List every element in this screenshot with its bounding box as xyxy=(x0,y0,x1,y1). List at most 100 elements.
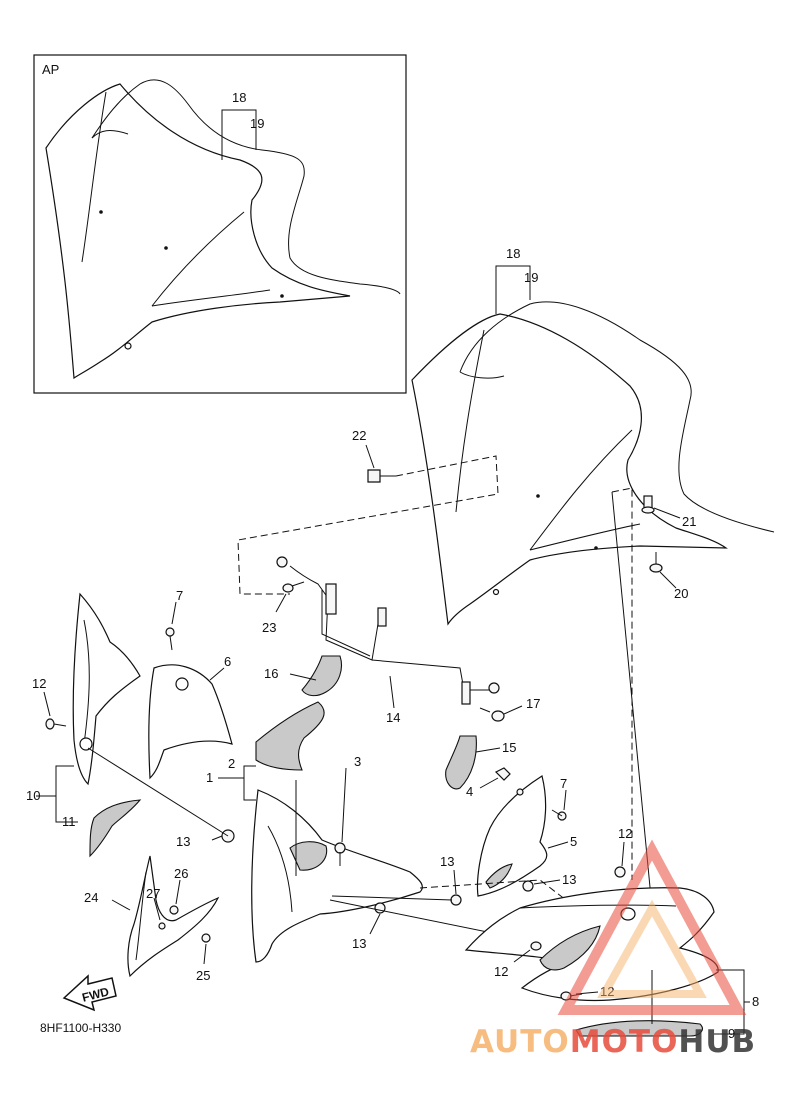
stay-top-nut xyxy=(276,556,288,568)
bolt-12-left: 12 xyxy=(32,676,67,730)
leader-13c xyxy=(453,869,457,895)
bolt-17-head xyxy=(491,710,505,722)
clip-27 xyxy=(158,922,166,930)
bolt-12c xyxy=(530,941,542,951)
grommet-13-right: 13 13 13 xyxy=(352,854,576,951)
callout-24: 24 xyxy=(84,890,98,905)
windscreen-assembly: 18 19 xyxy=(411,246,775,626)
callout-18-inset: 18 xyxy=(232,90,246,105)
screw-20 xyxy=(649,563,663,573)
leader-20 xyxy=(659,571,677,589)
leader-12b xyxy=(621,841,625,867)
callout-13b: 13 xyxy=(562,872,576,887)
screw-22: 22 xyxy=(237,428,499,595)
callout-7b: 7 xyxy=(560,776,567,791)
inset-grommet xyxy=(124,342,132,350)
stay-14: 14 xyxy=(276,556,500,725)
inset-hole xyxy=(99,210,103,214)
screw-7-left: 7 xyxy=(165,588,183,651)
screw-7-head xyxy=(165,627,175,637)
callout-7: 7 xyxy=(176,588,183,603)
nut-4: 4 xyxy=(466,767,511,799)
leader-23 xyxy=(275,593,287,613)
callout-6: 6 xyxy=(224,654,231,669)
stay-mount xyxy=(377,607,387,627)
leader-12a xyxy=(43,691,51,717)
windscreen-seal-strip xyxy=(459,301,775,533)
bolt-head xyxy=(282,583,294,593)
bolt-17: 17 xyxy=(479,696,540,722)
fwd-arrow-shape xyxy=(62,974,117,1012)
leader-12c xyxy=(513,949,531,963)
grommet-13c xyxy=(450,894,462,906)
callout-5: 5 xyxy=(570,834,577,849)
callout-3: 3 xyxy=(354,754,361,769)
screw-7-right: 7 xyxy=(551,776,567,821)
duct-2-shape xyxy=(255,701,325,771)
leader-3 xyxy=(341,767,347,843)
watermark-logo-outer xyxy=(557,839,747,1015)
leader-17 xyxy=(503,705,523,715)
fairing-8-vent xyxy=(539,925,601,971)
grommet-13d xyxy=(374,902,386,914)
callout-12a: 12 xyxy=(32,676,46,691)
callout-2: 2 xyxy=(228,756,235,771)
stay-end-bracket xyxy=(461,681,471,705)
callout-16: 16 xyxy=(264,666,278,681)
panel-5: 5 xyxy=(476,775,577,897)
inset-panel-edge xyxy=(151,211,245,307)
windscreen-hole xyxy=(536,494,540,498)
panel-5-hole xyxy=(516,788,524,796)
screw-7b-shank xyxy=(551,809,563,817)
fairing-8-edge xyxy=(519,904,677,909)
inset-bracket-18 xyxy=(221,109,257,160)
windscreen-hole xyxy=(594,546,598,550)
trim-11 xyxy=(89,799,142,858)
watermark-logo-inner xyxy=(597,899,707,998)
dash-20 xyxy=(611,487,633,880)
leader-21 xyxy=(653,507,681,519)
stay-clamp xyxy=(325,583,337,615)
trim-9 xyxy=(575,1020,703,1037)
inset-hole xyxy=(164,246,168,250)
leader-24 xyxy=(111,899,131,911)
leader-7b xyxy=(563,789,567,811)
fasteners-25-27: 26 27 25 xyxy=(146,866,211,983)
panel-5-shape xyxy=(476,775,548,897)
bracket-10-line xyxy=(55,765,78,823)
guide-12-13 xyxy=(87,747,229,837)
leader-25 xyxy=(203,943,207,965)
callout-9: 9 xyxy=(728,1026,735,1041)
bracket-18 xyxy=(495,265,531,314)
trim-11-shape xyxy=(89,799,142,858)
panel-6-grommet xyxy=(175,677,189,691)
inset-inner-edge xyxy=(81,91,107,263)
callout-15: 15 xyxy=(502,740,516,755)
callout-26: 26 xyxy=(174,866,188,881)
callout-23: 23 xyxy=(262,620,276,635)
callout-25: 25 xyxy=(196,968,210,983)
cover-10-inner xyxy=(83,619,90,745)
guide-13-c xyxy=(331,895,453,901)
screw-head xyxy=(367,469,381,483)
watermark-text: AUTOMOTOHUB xyxy=(470,1024,756,1060)
bolt-shank xyxy=(291,581,305,587)
windscreen-panel-edge xyxy=(529,429,633,551)
leader-4 xyxy=(479,777,499,789)
screw-20-21: 21 20 xyxy=(611,487,696,909)
callout-8: 8 xyxy=(752,994,759,1009)
stay-frame xyxy=(289,565,492,691)
bolt-12b xyxy=(614,866,626,878)
fwd-label: FWD xyxy=(81,984,111,1004)
leader-15 xyxy=(475,747,501,753)
panel-24-shape xyxy=(127,855,220,978)
windscreen-grommet xyxy=(492,588,500,596)
leader-13a xyxy=(211,835,223,841)
callout-10: 10 xyxy=(26,788,40,803)
panel-1-edge xyxy=(267,825,293,913)
grommet-13-left: 13 xyxy=(176,829,235,849)
screw-3-head xyxy=(334,842,346,854)
cushion-15: 15 xyxy=(445,735,516,790)
inset-seal-strip xyxy=(91,79,401,295)
leader-13b xyxy=(533,879,561,885)
